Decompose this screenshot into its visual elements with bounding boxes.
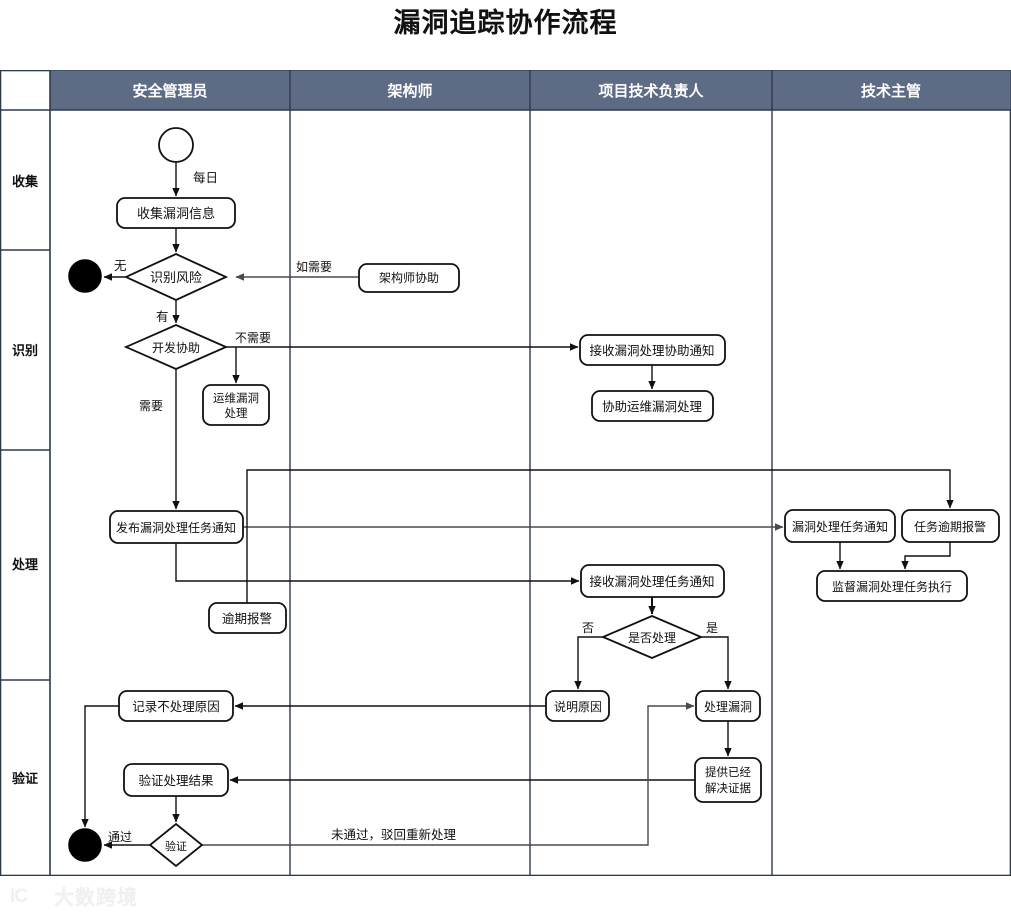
edge-label-reject: 未通过，驳回重新处理 xyxy=(331,827,457,842)
flow-nodes: 收集漏洞信息 识别风险 架构师协助 开发协助 运维漏洞 处理 接收漏洞处理协 xyxy=(68,127,1000,868)
node-end-none-circle[interactable] xyxy=(68,259,102,293)
node-dev-assist-decision[interactable]: 开发协助 xyxy=(123,324,229,370)
node-label: 架构师协助 xyxy=(379,270,439,285)
lane-header-1: 架构师 xyxy=(386,82,432,100)
node-verify-result[interactable]: 验证处理结果 xyxy=(123,763,229,797)
node-label-line1: 运维漏洞 xyxy=(213,392,259,405)
node-label: 发布漏洞处理任务通知 xyxy=(116,520,236,535)
node-label: 逾期报警 xyxy=(222,611,272,626)
node-provide-resolution-evidence[interactable]: 提供已经 解决证据 xyxy=(694,757,762,803)
node-assist-ops-handling[interactable]: 协助运维漏洞处理 xyxy=(591,390,714,422)
node-label: 验证 xyxy=(165,839,187,853)
lane-row-0: 收集 xyxy=(12,174,39,189)
node-label: 是否处理 xyxy=(628,631,676,645)
node-explain-reason[interactable]: 说明原因 xyxy=(545,690,610,722)
watermark: IC 大数跨境 xyxy=(8,882,188,914)
node-overdue-alert[interactable]: 逾期报警 xyxy=(208,602,287,634)
edge-label-daily: 每日 xyxy=(193,170,218,185)
node-label: 验证处理结果 xyxy=(138,773,214,788)
node-task-overdue-alert[interactable]: 任务逾期报警 xyxy=(901,509,1000,543)
node-label: 监督漏洞处理任务执行 xyxy=(832,579,952,594)
edge-label-not-needed: 不需要 xyxy=(235,331,271,345)
node-label: 处理漏洞 xyxy=(704,700,752,714)
node-record-no-fix-reason[interactable]: 记录不处理原因 xyxy=(118,690,234,722)
flowchart-diagram: 安全管理员 架构师 项目技术负责人 技术主管 收集 识别 处理 验证 xyxy=(0,70,1011,876)
node-architect-assist[interactable]: 架构师协助 xyxy=(358,263,460,293)
lane-row-2: 处理 xyxy=(11,557,38,572)
edge-label-none: 无 xyxy=(114,259,127,273)
node-label: 接收漏洞处理协助通知 xyxy=(589,343,714,358)
node-publish-task-notice[interactable]: 发布漏洞处理任务通知 xyxy=(109,510,244,544)
edge-labels: 每日 无 有 如需要 不需要 需要 否 是 通过 未通过，驳回重新处理 xyxy=(108,170,718,844)
node-label: 收集漏洞信息 xyxy=(137,206,215,221)
node-handle-or-not-decision[interactable]: 是否处理 xyxy=(600,615,704,659)
lane-column-headers: 安全管理员 架构师 项目技术负责人 技术主管 xyxy=(132,82,921,100)
lane-header-2: 项目技术负责人 xyxy=(598,82,704,100)
lane-row-1: 识别 xyxy=(12,343,38,358)
node-label: 记录不处理原因 xyxy=(132,700,220,714)
node-receive-assist-notice[interactable]: 接收漏洞处理协助通知 xyxy=(579,334,726,366)
watermark-text: 大数跨境 xyxy=(54,887,138,909)
node-supervise-task-execution[interactable]: 监督漏洞处理任务执行 xyxy=(816,570,968,602)
node-label-line2: 处理 xyxy=(225,407,248,420)
watermark-logo-icon: IC xyxy=(10,886,28,907)
node-verify-decision[interactable]: 验证 xyxy=(148,822,204,868)
edge-label-if-needed: 如需要 xyxy=(296,259,332,274)
node-start-circle[interactable] xyxy=(158,127,194,163)
lane-row-3: 验证 xyxy=(12,771,38,786)
node-end-pass-circle[interactable] xyxy=(68,828,102,862)
page-title: 漏洞追踪协作流程 xyxy=(393,8,618,38)
node-fix-vulnerability[interactable]: 处理漏洞 xyxy=(695,690,761,722)
node-label: 接收漏洞处理任务通知 xyxy=(589,574,714,589)
node-label: 识别风险 xyxy=(150,270,202,285)
node-label: 开发协助 xyxy=(152,340,200,355)
node-label: 说明原因 xyxy=(554,699,602,714)
node-label-line2: 解决证据 xyxy=(705,781,751,795)
node-label: 漏洞处理任务通知 xyxy=(792,519,888,534)
node-collect-vulnerability-info[interactable]: 收集漏洞信息 xyxy=(116,197,236,229)
lane-header-0: 安全管理员 xyxy=(132,82,207,100)
node-label: 任务逾期报警 xyxy=(914,519,986,534)
flow-connectors xyxy=(81,162,954,849)
edge-label-has: 有 xyxy=(156,310,169,324)
node-label-line1: 提供已经 xyxy=(705,765,751,779)
node-identify-risk-decision[interactable]: 识别风险 xyxy=(123,253,229,301)
node-label: 协助运维漏洞处理 xyxy=(602,399,703,414)
node-ops-vulnerability-handling[interactable]: 运维漏洞 处理 xyxy=(202,384,270,426)
lane-header-3: 技术主管 xyxy=(861,82,921,100)
lane-row-labels: 收集 识别 处理 验证 xyxy=(11,174,39,786)
edge-label-needed: 需要 xyxy=(139,399,163,413)
node-receive-task-notice[interactable]: 接收漏洞处理任务通知 xyxy=(580,564,725,598)
edge-label-yes: 是 xyxy=(706,621,718,635)
swimlane-grid xyxy=(0,70,1011,876)
edge-label-pass: 通过 xyxy=(108,830,132,844)
edge-label-no: 否 xyxy=(582,621,594,635)
node-vuln-task-notice[interactable]: 漏洞处理任务通知 xyxy=(784,509,896,543)
